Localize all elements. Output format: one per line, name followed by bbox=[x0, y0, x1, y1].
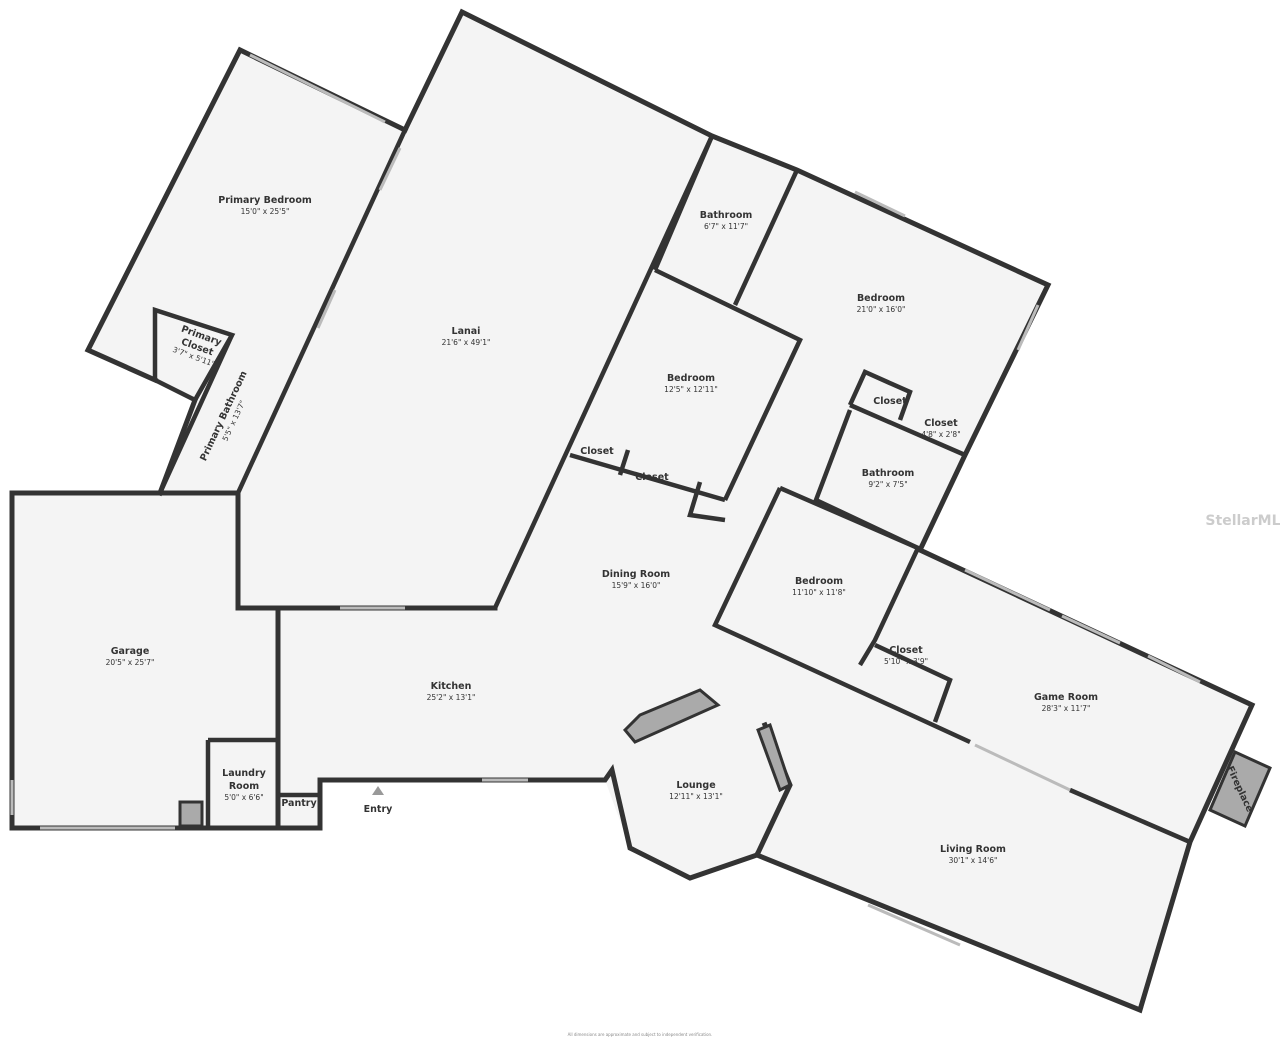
room-dims-garage: 20'5" x 25'7" bbox=[106, 658, 155, 667]
room-dims-dining-room: 15'9" x 16'0" bbox=[612, 581, 661, 590]
footer-note: All dimensions are approximate and subje… bbox=[568, 1032, 713, 1037]
fireplace-shape bbox=[1208, 749, 1272, 829]
room-name-kitchen: Kitchen bbox=[431, 681, 472, 692]
room-dims-bedroom-3: 11'10" x 11'8" bbox=[792, 588, 846, 597]
room-dims-living-room: 30'1" x 14'6" bbox=[949, 856, 998, 865]
room-name-dining-room: Dining Room bbox=[602, 569, 670, 580]
room-dims-laundry: 5'0" x 6'6" bbox=[224, 793, 263, 802]
room-dims-lounge: 12'11" x 13'1" bbox=[669, 792, 723, 801]
room-name-laundry-2: Room bbox=[229, 781, 259, 792]
room-dims-bathroom-1: 6'7" x 11'7" bbox=[704, 222, 748, 231]
room-name-closet-3: Closet bbox=[580, 446, 614, 457]
room-name-lanai: Lanai bbox=[452, 326, 481, 337]
room-name-lounge: Lounge bbox=[676, 780, 715, 791]
room-name-bedroom-1: Bedroom bbox=[857, 293, 905, 304]
room-dims-game-room: 28'3" x 11'7" bbox=[1042, 704, 1091, 713]
room-name-primary-bedroom: Primary Bedroom bbox=[218, 195, 312, 206]
room-name-garage: Garage bbox=[111, 646, 150, 657]
room-dims-primary-bedroom: 15'0" x 25'5" bbox=[241, 207, 290, 216]
windows bbox=[10, 53, 1201, 947]
entry-label: Entry bbox=[364, 804, 393, 815]
room-name-closet-5: Closet bbox=[889, 645, 923, 656]
room-name-closet-4: Closet bbox=[635, 472, 669, 483]
room-dims-closet-5: 5'10" x 3'9" bbox=[884, 657, 928, 666]
room-dims-bathroom-2: 9'2" x 7'5" bbox=[868, 480, 907, 489]
entry-arrow-icon bbox=[372, 786, 384, 795]
watermark: StellarMLS bbox=[1205, 513, 1280, 529]
room-dims-kitchen: 25'2" x 13'1" bbox=[427, 693, 476, 702]
room-dims-lanai: 21'6" x 49'1" bbox=[442, 338, 491, 347]
room-name-closet-2: Closet bbox=[924, 418, 958, 429]
room-name-closet-1: Closet bbox=[873, 396, 907, 407]
room-name-game-room: Game Room bbox=[1034, 692, 1098, 703]
room-name-pantry: Pantry bbox=[281, 798, 317, 809]
room-name-bedroom-3: Bedroom bbox=[795, 576, 843, 587]
room-name-bedroom-2: Bedroom bbox=[667, 373, 715, 384]
room-name-living-room: Living Room bbox=[940, 844, 1006, 855]
room-name-bathroom-1: Bathroom bbox=[700, 210, 753, 221]
room-dims-closet-2: 4'8" x 2'8" bbox=[921, 430, 960, 439]
interior-walls bbox=[152, 129, 1272, 845]
room-name-bathroom-2: Bathroom bbox=[862, 468, 915, 479]
floor-fill bbox=[12, 12, 1252, 1010]
room-dims-bedroom-2: 12'5" x 12'11" bbox=[664, 385, 718, 394]
room-name-laundry-1: Laundry bbox=[222, 768, 266, 779]
room-dims-bedroom-1: 21'0" x 16'0" bbox=[857, 305, 906, 314]
